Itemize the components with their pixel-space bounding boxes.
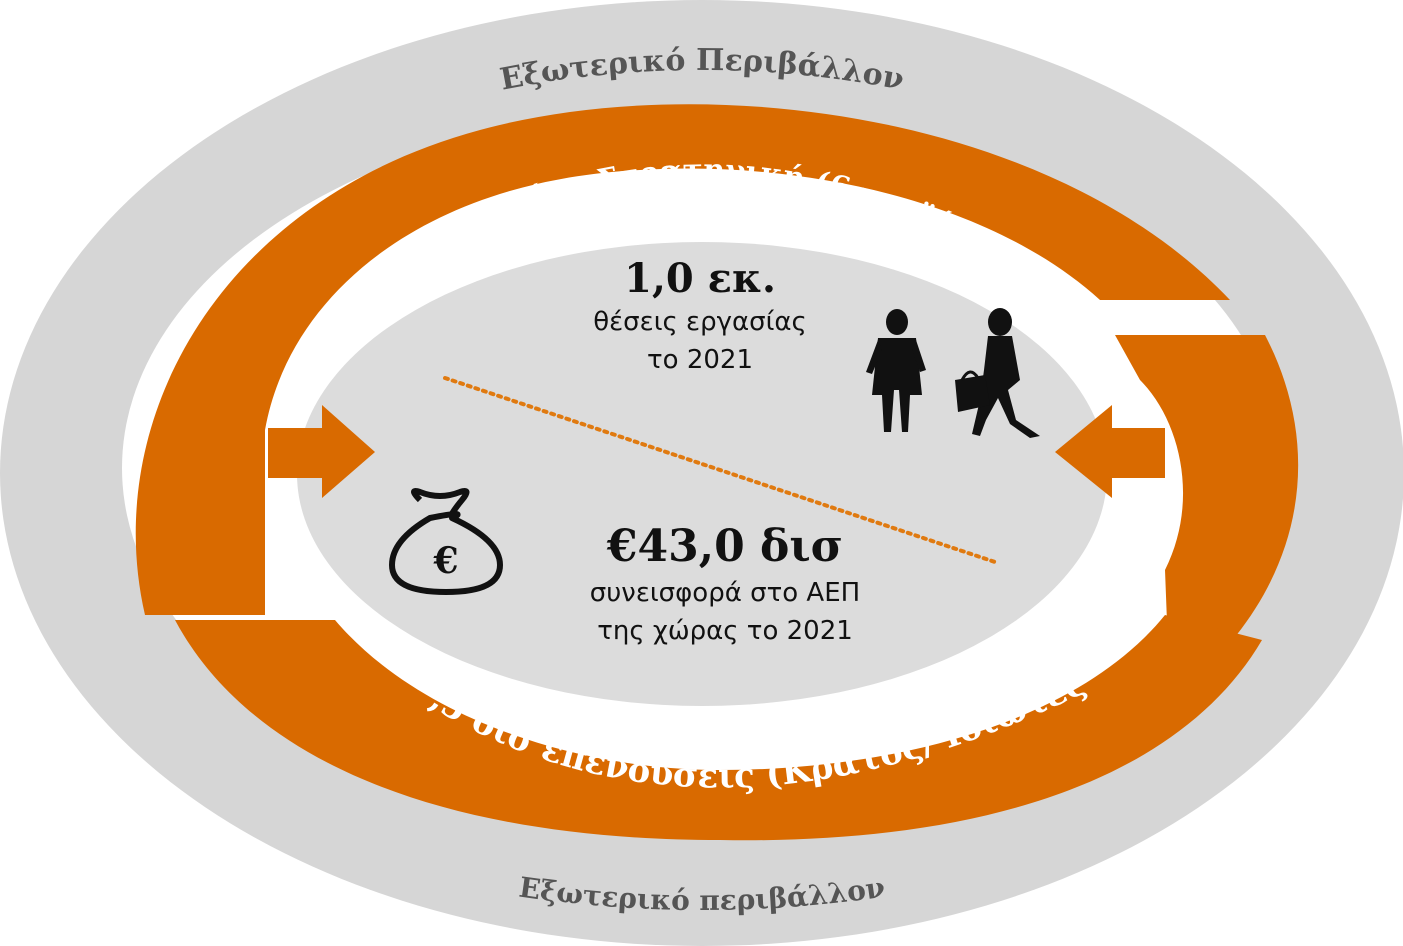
right-arrow — [1055, 405, 1165, 498]
ring-right-arc — [1115, 335, 1299, 700]
gdp-block: €43,0 δισ συνεισφορά στο ΑΕΠ της χώρας τ… — [520, 520, 930, 650]
money-bag-icon: € — [389, 488, 503, 595]
jobs-line1: θέσεις εργασίας — [593, 307, 807, 337]
businesswoman-icon — [955, 308, 1040, 438]
left-arrow — [268, 405, 375, 498]
jobs-line2: το 2021 — [647, 345, 753, 375]
ring-bottom-arc — [175, 615, 1262, 841]
gdp-line1: συνεισφορά στο ΑΕΠ — [589, 578, 861, 608]
money-bag-euro: € — [432, 540, 458, 582]
ring-top-arc — [135, 104, 1230, 615]
businessman-icon — [866, 309, 926, 432]
dotted-divider — [443, 376, 1000, 565]
jobs-block: 1,0 εκ. θέσεις εργασίας το 2021 — [560, 255, 840, 379]
gdp-line2: της χώρας το 2021 — [597, 616, 853, 646]
jobs-value: 1,0 εκ. — [624, 255, 776, 302]
gdp-value: €43,0 δισ — [606, 521, 844, 572]
